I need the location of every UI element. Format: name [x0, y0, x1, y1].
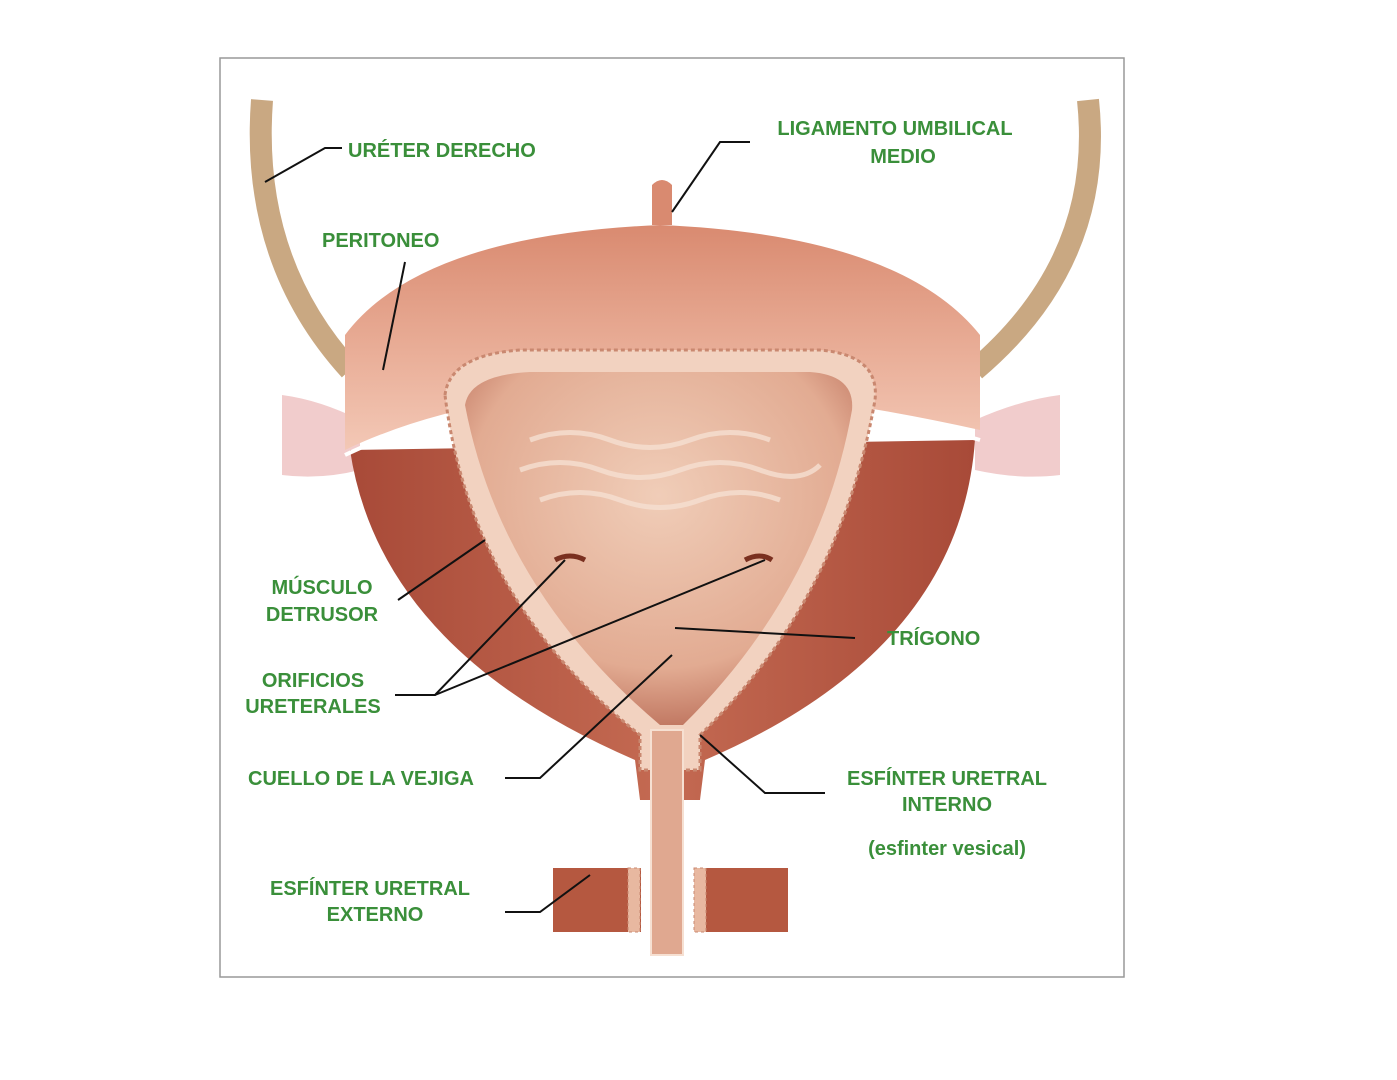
label-orifices-line1: ORIFICIOS	[262, 670, 364, 692]
umbilical-ligament	[652, 180, 672, 225]
left-peritoneal-flap	[282, 395, 360, 477]
leader-lines	[264, 141, 856, 913]
label-bladder-neck: CUELLO DE LA VEJIGA	[248, 768, 474, 790]
label-ligament-line2: MEDIO	[870, 146, 936, 168]
label-orifices-line2: URETERALES	[245, 696, 381, 718]
urethra	[650, 729, 684, 956]
external-sphincter-right	[694, 868, 788, 932]
label-internal-sphincter-note: (esfinter vesical)	[868, 838, 1026, 860]
label-detrusor-line2: DETRUSOR	[266, 604, 379, 626]
ureteral-orifice-left	[553, 553, 587, 563]
label-ligament-line1: LIGAMENTO UMBILICAL	[777, 118, 1012, 140]
sphincter-edge-left	[627, 867, 641, 933]
right-peritoneal-flap	[975, 395, 1060, 477]
right-ureter	[249, 99, 359, 378]
label-internal-sphincter-line1: ESFÍNTER URETRAL	[847, 767, 1047, 790]
mucosal-folds	[519, 430, 822, 510]
label-external-sphincter-line1: ESFÍNTER URETRAL	[270, 877, 470, 900]
ureteral-orifice-right	[743, 553, 774, 563]
label-trigone: TRÍGONO	[887, 627, 980, 650]
label-ureter: URÉTER DERECHO	[348, 139, 536, 162]
label-detrusor-line1: MÚSCULO	[271, 575, 372, 599]
sphincter-edge-right	[693, 867, 707, 933]
external-sphincter-left	[553, 868, 641, 932]
label-external-sphincter-line2: EXTERNO	[327, 904, 424, 926]
label-peritoneum: PERITONEO	[322, 230, 439, 252]
label-internal-sphincter-line2: INTERNO	[902, 794, 992, 816]
left-ureter	[967, 98, 1101, 379]
